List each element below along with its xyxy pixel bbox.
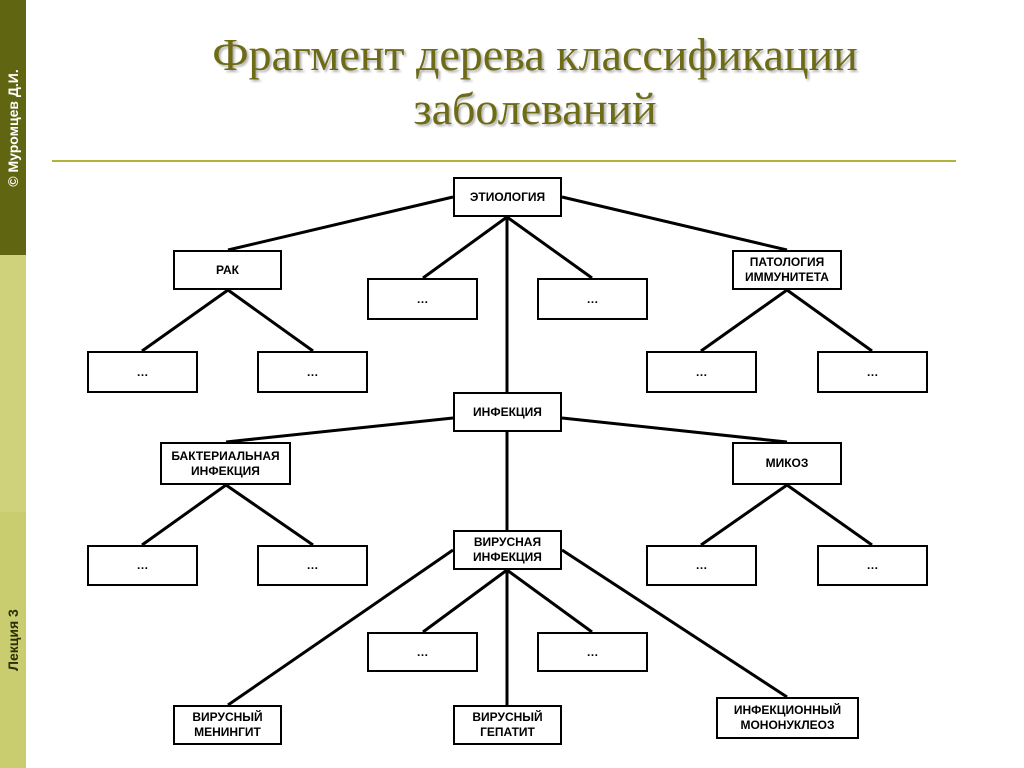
- node-cancer-child-1: …: [87, 351, 198, 393]
- edge-infection-mycosis: [561, 416, 788, 444]
- node-cancer-child-2: …: [257, 351, 368, 393]
- slide-title: Фрагмент дерева классификации заболевани…: [60, 28, 1010, 136]
- node-bacterial-child-1: …: [87, 545, 198, 586]
- node-mycosis: МИКОЗ: [732, 442, 842, 485]
- node-etiology-more-1: …: [367, 278, 478, 320]
- node-viral-more-1: …: [367, 632, 478, 672]
- edge-viral-more-2: [506, 568, 593, 634]
- sidebar: © Муромцев Д.И. Лекция 3: [0, 0, 26, 768]
- sidebar-bottom-band: [0, 512, 26, 768]
- node-infection: ИНФЕКЦИЯ: [453, 392, 562, 432]
- edge-viral-mononucleosis: [561, 548, 788, 699]
- edge-immune-child-2: [786, 288, 873, 353]
- node-viral-hepatitis: ВИРУСНЫЙ ГЕПАТИТ: [453, 705, 562, 745]
- edge-viral-meningitis: [227, 548, 454, 707]
- node-bacterial-child-2: …: [257, 545, 368, 586]
- node-mycosis-child-2: …: [817, 545, 928, 586]
- node-viral-more-2: …: [537, 632, 648, 672]
- edge-etiology-cancer: [227, 195, 454, 252]
- edge-mycosis-child-2: [786, 483, 873, 547]
- title-divider: [52, 160, 956, 162]
- sidebar-top-band: [0, 0, 26, 255]
- node-viral-meningitis: ВИРУСНЫЙ МЕНИНГИТ: [173, 705, 282, 745]
- slide-title-line-1: Фрагмент дерева классификации: [212, 29, 858, 80]
- slide-title-line-2: заболеваний: [413, 83, 657, 134]
- node-etiology: ЭТИОЛОГИЯ: [453, 177, 562, 217]
- edge-etiology-more-1: [422, 215, 508, 280]
- edge-mycosis-child-1: [700, 483, 788, 547]
- node-etiology-more-2: …: [537, 278, 648, 320]
- node-immune-pathology: ПАТОЛОГИЯ ИММУНИТЕТА: [732, 250, 842, 290]
- node-bacterial-infection: БАКТЕРИАЛЬНАЯ ИНФЕКЦИЯ: [160, 442, 291, 485]
- edge-etiology-more-2: [506, 215, 593, 280]
- node-immune-child-2: …: [817, 351, 928, 393]
- edge-bacterial-child-2: [225, 483, 314, 547]
- node-viral-infection: ВИРУСНАЯ ИНФЕКЦИЯ: [453, 530, 562, 570]
- node-mycosis-child-1: …: [646, 545, 757, 586]
- edge-bacterial-child-1: [141, 483, 227, 547]
- node-cancer: РАК: [173, 250, 282, 290]
- edge-infection-bacterial: [225, 416, 454, 444]
- edge-etiology-immune: [561, 195, 788, 252]
- sidebar-middle-band: [0, 255, 26, 512]
- edge-immune-child-1: [700, 288, 788, 353]
- edge-cancer-child-2: [227, 288, 314, 353]
- node-immune-child-1: …: [646, 351, 757, 393]
- edge-viral-more-1: [422, 568, 508, 634]
- edge-cancer-child-1: [141, 288, 229, 353]
- node-infectious-mononucleosis: ИНФЕКЦИОННЫЙ МОНОНУКЛЕОЗ: [716, 697, 859, 739]
